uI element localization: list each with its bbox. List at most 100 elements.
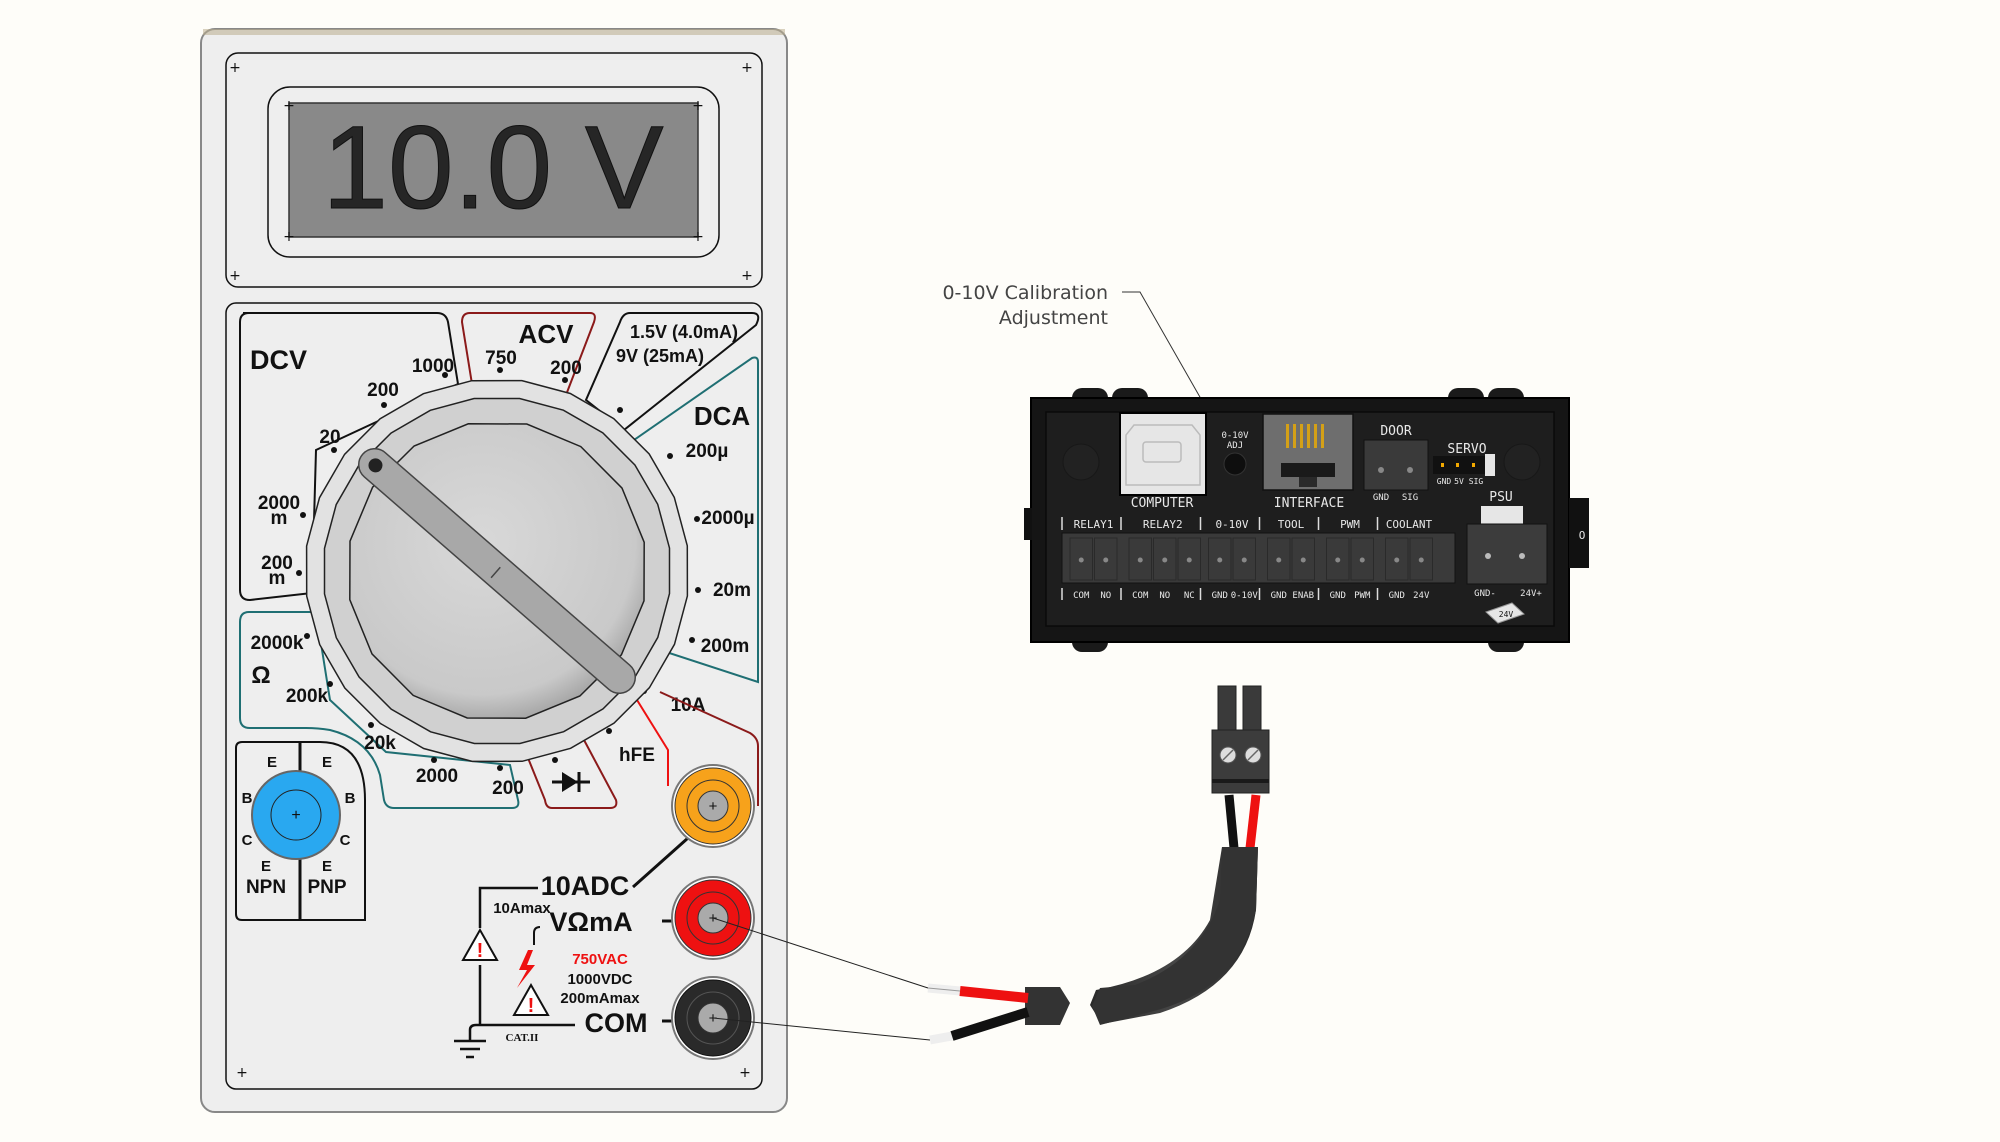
dcv-title: DCV — [250, 345, 307, 375]
svg-text:+: + — [739, 1065, 751, 1081]
servo-header[interactable] — [1433, 454, 1495, 476]
svg-text:+: + — [741, 60, 753, 76]
range-dca-200m[interactable]: 200m — [701, 636, 750, 657]
door-connector[interactable] — [1363, 439, 1429, 491]
svg-text:E: E — [322, 858, 332, 875]
dcv-section — [239, 312, 460, 602]
range-dca-2000u[interactable]: 2000µ — [701, 508, 754, 529]
range-dcv-20[interactable]: 20 — [319, 427, 340, 448]
battery-9v[interactable]: 9V (25mA) — [616, 346, 704, 366]
terminal-screw[interactable] — [1103, 557, 1109, 563]
door-label: DOOR — [1380, 424, 1411, 439]
calibration-potentiometer[interactable] — [1223, 452, 1247, 476]
rotary-selector-dial[interactable] — [305, 379, 689, 763]
svg-text:24V+: 24V+ — [1520, 589, 1542, 599]
diode-icon[interactable] — [552, 772, 590, 792]
sensor-cable — [927, 685, 1270, 1045]
range-dcv-2000m[interactable]: 2000 — [258, 493, 300, 514]
svg-text:+: + — [692, 98, 704, 114]
svg-text:GND-: GND- — [1474, 589, 1496, 599]
warning-triangle-icon: ! — [461, 927, 499, 962]
dial-panel — [225, 302, 763, 1090]
psu-label: PSU — [1489, 490, 1512, 505]
svg-text:GND: GND — [1437, 477, 1452, 486]
warning-200mamax: 200mAmax — [560, 990, 640, 1007]
terminal-screw[interactable] — [1186, 557, 1192, 563]
adj-label-1: 0-10V — [1221, 431, 1249, 441]
svg-text:+: + — [229, 60, 241, 76]
battery-1-5v[interactable]: 1.5V (4.0mA) — [630, 322, 738, 342]
transistor-socket[interactable]: + E B C E E B C E NPN PNP — [235, 741, 366, 921]
terminal-screw[interactable] — [1162, 557, 1168, 563]
range-acv-750[interactable]: 750 — [485, 348, 517, 369]
range-acv-200[interactable]: 200 — [550, 358, 582, 379]
terminal-screw[interactable] — [1241, 557, 1247, 563]
panel-screws: ++ — [236, 1065, 751, 1081]
range-dcv-200[interactable]: 200 — [367, 380, 399, 401]
terminal-pin-label: 24V — [1413, 591, 1430, 601]
vohm-label: VΩmA — [549, 907, 632, 937]
lcd-screen — [288, 102, 699, 238]
cable-terminal-plug[interactable] — [1211, 685, 1270, 794]
dial-pointer[interactable] — [352, 442, 642, 700]
terminal-pin-label: GND — [1389, 591, 1405, 601]
servo-label: SERVO — [1447, 442, 1486, 457]
terminal-screw[interactable] — [1300, 557, 1306, 563]
10amax-label: 10Amax — [493, 900, 551, 917]
range-ohm-200[interactable]: 200 — [492, 778, 524, 799]
terminal-screw[interactable] — [1394, 557, 1400, 563]
jack-10a[interactable]: + — [671, 764, 755, 848]
pnp-label: PNP — [307, 877, 346, 898]
svg-text:B: B — [242, 790, 253, 807]
interface-label: INTERFACE — [1274, 496, 1344, 511]
terminal-screw[interactable] — [1137, 557, 1143, 563]
range-hfe[interactable]: hFE — [619, 745, 655, 766]
warning-triangle-icon: ! — [512, 982, 550, 1017]
svg-text:+: + — [291, 807, 300, 824]
range-ohm-2000k[interactable]: 2000k — [251, 633, 304, 654]
cat-rating: CAT.II — [506, 1032, 539, 1044]
rj-interface-port[interactable] — [1262, 413, 1354, 491]
range-dca-200u[interactable]: 200µ — [686, 441, 729, 462]
terminal-pin-label: NO — [1159, 591, 1170, 601]
range-dcv-200m[interactable]: 200 — [261, 553, 293, 574]
usb-computer-port[interactable] — [1119, 412, 1207, 496]
dca-title: DCA — [694, 401, 751, 431]
warning-1000vdc: 1000VDC — [567, 971, 632, 988]
terminal-screw[interactable] — [1335, 557, 1341, 563]
terminal-screw[interactable] — [1078, 557, 1084, 563]
terminal-screw[interactable] — [1359, 557, 1365, 563]
svg-text:E: E — [322, 754, 332, 771]
terminal-screw[interactable] — [1276, 557, 1282, 563]
terminal-pin-label: COM — [1132, 591, 1149, 601]
terminal-pin-label: ENAB — [1292, 591, 1314, 601]
power-switch[interactable]: O — [1569, 498, 1589, 568]
svg-text:+: + — [709, 798, 718, 815]
range-ohm-2000[interactable]: 2000 — [416, 766, 458, 787]
range-dca-20m[interactable]: 20m — [713, 580, 751, 601]
terminal-pin-label: COM — [1073, 591, 1090, 601]
terminal-screw[interactable] — [1418, 557, 1424, 563]
warning-750vac: 750VAC — [572, 951, 628, 968]
ground-icon — [454, 1039, 486, 1059]
psu-connector[interactable] — [1466, 523, 1548, 585]
range-dcv-1000[interactable]: 1000 — [412, 356, 454, 377]
terminal-screw[interactable] — [1217, 557, 1223, 563]
terminal-pin-label: GND — [1330, 591, 1346, 601]
range-ohm-20k[interactable]: 20k — [364, 733, 396, 754]
probe-leads — [712, 917, 931, 1041]
terminal-group-label: PWM — [1340, 518, 1360, 531]
svg-text:B: B — [345, 790, 356, 807]
callout-line1: 0-10V Calibration — [942, 282, 1108, 304]
range-ohm-200k[interactable]: 200k — [286, 686, 329, 707]
terminal-group-label: TOOL — [1278, 518, 1305, 531]
svg-text:!: ! — [528, 995, 535, 1017]
controller-box: O COMPUTER 0-10V ADJ INTERFACE DOOR GND … — [1024, 388, 1589, 652]
svg-text:+: + — [236, 1065, 248, 1081]
